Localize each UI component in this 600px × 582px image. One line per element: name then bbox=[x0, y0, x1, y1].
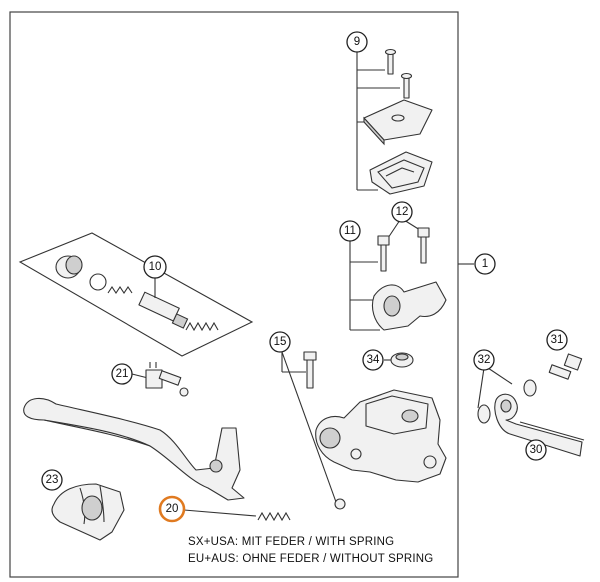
part-34-cap bbox=[384, 352, 414, 368]
clamp-screw bbox=[377, 235, 390, 272]
callout-12-label: 12 bbox=[396, 206, 409, 218]
spring-note-eu-aus: EU+AUS: OHNE FEDER / WITHOUT SPRING bbox=[188, 553, 434, 565]
master-cylinder-body bbox=[315, 389, 447, 483]
spring-note-sx-usa: SX+USA: MIT FEDER / WITH SPRING bbox=[188, 536, 395, 548]
part-10-repair-kit bbox=[18, 232, 254, 357]
repair-kit-frame bbox=[18, 232, 254, 357]
callout-21-label: 21 bbox=[116, 368, 129, 380]
screw bbox=[384, 48, 397, 75]
callout-32-label: 32 bbox=[478, 354, 491, 366]
callout-23: 23 bbox=[41, 469, 63, 491]
screw bbox=[400, 72, 413, 99]
callout-1-label: 1 bbox=[482, 258, 488, 270]
callout-12: 12 bbox=[391, 201, 413, 223]
callout-30: 30 bbox=[525, 439, 547, 461]
callout-32: 32 bbox=[473, 349, 495, 371]
callout-11-label: 11 bbox=[344, 225, 356, 237]
handlebar-clamp bbox=[371, 281, 447, 331]
callout-15-label: 15 bbox=[274, 336, 287, 348]
part-15-pivot-bolt bbox=[281, 351, 346, 510]
callout-11: 11 bbox=[339, 220, 361, 242]
callout-10: 10 bbox=[143, 255, 167, 279]
diaphragm bbox=[369, 151, 433, 195]
part-30-32-hose-group bbox=[477, 353, 585, 457]
clamp-screw bbox=[417, 227, 430, 264]
part-21-adjuster bbox=[131, 362, 189, 397]
callout-20-label: 20 bbox=[166, 503, 179, 515]
part-20-spring bbox=[183, 509, 291, 522]
callout-10-label: 10 bbox=[149, 261, 162, 273]
callout-34: 34 bbox=[362, 349, 384, 371]
callout-31: 31 bbox=[546, 329, 568, 351]
callout-23-label: 23 bbox=[46, 474, 59, 486]
callout-21: 21 bbox=[111, 363, 133, 385]
brake-lever bbox=[23, 397, 245, 501]
callout-30-label: 30 bbox=[530, 444, 543, 456]
callout-1: 1 bbox=[474, 253, 496, 275]
callout-20-highlighted: 20 bbox=[158, 495, 186, 523]
callout-34-label: 34 bbox=[367, 354, 380, 366]
assembly-frame bbox=[9, 11, 459, 578]
part-9-reservoir-cover-group bbox=[356, 48, 433, 195]
callout-31-label: 31 bbox=[551, 334, 564, 346]
callout-9-label: 9 bbox=[354, 36, 360, 48]
part-23-lever-guard bbox=[51, 483, 125, 541]
part-11-12-clamp-group bbox=[349, 219, 447, 331]
callout-15: 15 bbox=[269, 331, 291, 353]
callout-9: 9 bbox=[346, 31, 368, 53]
